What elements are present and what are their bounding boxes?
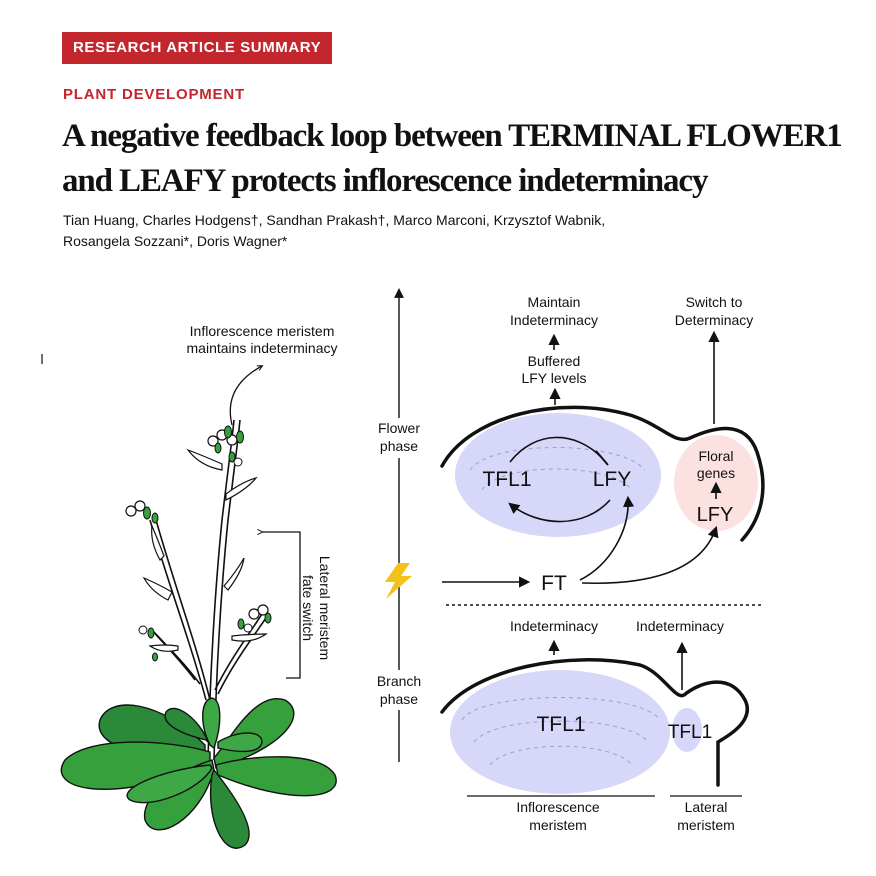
flower-phase-label-2: phase (380, 438, 418, 454)
buffered-label-1: Buffered (528, 353, 581, 369)
author-list: Tian Huang, Charles Hodgens†, Sandhan Pr… (63, 210, 763, 252)
authors-line-2: Rosangela Sozzani*, Doris Wagner* (63, 233, 288, 249)
lfy-tfl1-activation (508, 499, 611, 523)
flower-phase-diagram: TFL1 LFY Floral genes LFY Buffered LFY l… (440, 294, 765, 595)
lateral-fate-label-1: Lateral meristem (317, 556, 333, 660)
branch-phase-label-1: Branch (377, 673, 421, 689)
tfl1-node-flower: TFL1 (482, 468, 531, 491)
inflo-meristem-label-2: meristem (529, 817, 587, 833)
maintain-label-1: Maintain (528, 294, 581, 310)
branch-phase-label-2: phase (380, 691, 418, 707)
flower-cluster-lower-left (138, 625, 158, 662)
lfy-node-flower: LFY (593, 468, 632, 491)
lfy-node-lateral: LFY (697, 504, 734, 526)
lightning-bolt-icon (385, 563, 412, 599)
meristem-label-2: maintains indeterminacy (187, 340, 338, 356)
flower-phase-label-1: Flower (378, 420, 420, 436)
meristem-outline-branch (440, 658, 749, 787)
buffered-label-2: LFY levels (521, 370, 586, 386)
tfl1-zone-flower (455, 413, 661, 537)
lateral-meristem-label-1: Lateral (685, 799, 728, 815)
tfl1-zone-lateral (672, 708, 702, 752)
flower-cluster-right (237, 604, 272, 633)
phase-axis: Flower phase Branch phase (368, 288, 762, 762)
indeterminacy-label-1: Indeterminacy (510, 618, 598, 634)
floral-genes-label-2: genes (697, 465, 735, 481)
switch-label-1: Switch to (686, 294, 743, 310)
flower-cluster-left (125, 500, 159, 524)
tfl1-lfy-inhibition (509, 436, 603, 463)
tfl1-node-lateral-branch: TFL1 (668, 722, 712, 743)
ft-to-lfy-arrow (579, 495, 635, 581)
indeterminacy-label-2: Indeterminacy (636, 618, 724, 634)
ft-to-lateral-lfy-arrow (581, 525, 719, 585)
tfl1-node-branch: TFL1 (536, 713, 585, 736)
lateral-fate-label-2: fate switch (300, 575, 316, 641)
meristem-outline-flower (440, 405, 765, 542)
lateral-meristem-label-2: meristem (677, 817, 735, 833)
floral-genes-label-1: Floral (698, 448, 733, 464)
switch-label-2: Determinacy (675, 312, 754, 328)
inflo-meristem-label-1: Inflorescence (516, 799, 599, 815)
authors-line-1: Tian Huang, Charles Hodgens†, Sandhan Pr… (63, 212, 606, 228)
tfl1-zone-branch (450, 670, 670, 794)
meristem-label-1: Inflorescence meristem (190, 323, 335, 339)
ft-node: FT (541, 572, 567, 595)
article-type-badge: RESEARCH ARTICLE SUMMARY (62, 32, 333, 64)
branch-phase-diagram: TFL1 TFL1 Indeterminacy Indeterminacy In… (440, 618, 749, 833)
plant-illustration: Inflorescence meristem maintains indeter… (41, 323, 338, 849)
maintain-label-2: Indeterminacy (510, 312, 598, 328)
article-title: A negative feedback loop between TERMINA… (62, 118, 843, 199)
flower-cluster-top (207, 425, 244, 467)
section-label: PLANT DEVELOPMENT (63, 86, 245, 103)
